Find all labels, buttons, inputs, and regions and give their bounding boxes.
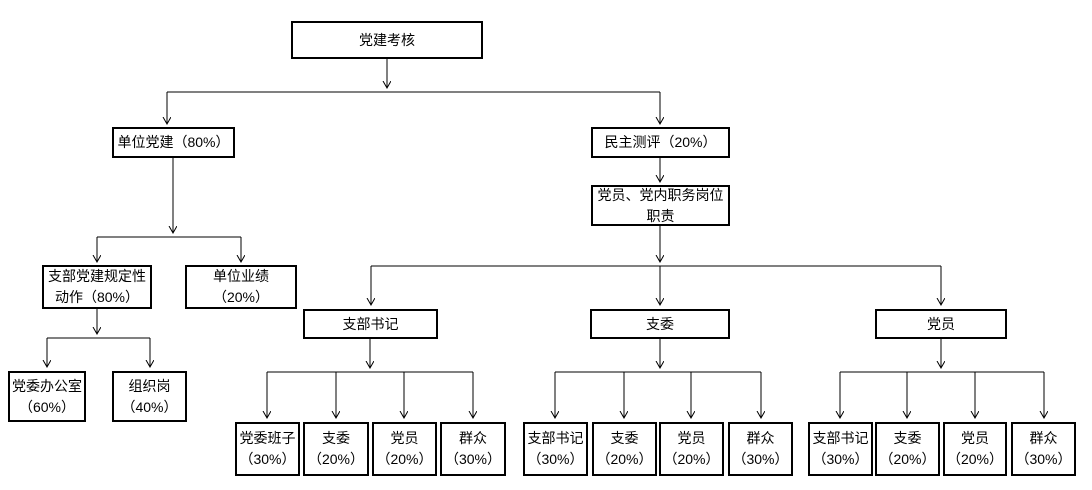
node-label: 党委班子 [239,430,296,446]
node-label: （30%） [527,451,584,467]
node-democratic-evaluation: 民主测评（20%） [591,127,730,158]
node-secretary-eval-party-member: 党员 （20%） [372,422,437,476]
node-label: 党员 [390,430,419,446]
node-member-position-duties: 党员、党内职务岗位 职责 [591,185,730,226]
node-label: 党员 [961,430,989,446]
node-label: （30%） [732,451,789,467]
node-member-eval-branch-committee: 支委 （20%） [875,422,940,476]
node-member-eval-party-member: 党员 （20%） [943,422,1007,476]
node-label: （30%） [239,451,296,467]
node-branch-secretary: 支部书记 [303,309,438,339]
node-label: （20%） [663,451,720,467]
connector-member-split [840,339,1044,418]
node-secretary-eval-committee-team: 党委班子 （30%） [235,422,300,476]
node-member-eval-branch-secretary: 支部书记 （30%） [808,422,873,476]
node-label: 支委 [322,430,350,446]
node-label: （30%） [444,451,502,467]
node-branch-required-actions: 支部党建规定性 动作（80%） [42,265,152,309]
node-party-member: 党员 [875,309,1007,339]
node-unit-performance: 单位业绩 （20%） [185,265,297,309]
node-secretary-eval-branch-committee: 支委 （20%） [303,422,369,476]
node-label: 组织岗 [128,377,171,394]
node-label: （20%） [307,451,365,467]
node-label: 党建考核 [359,31,415,48]
node-label: 群众 [459,430,487,446]
node-label: 支部书记 [527,430,584,446]
node-label: （40%） [121,398,178,415]
node-label: 群众 [746,430,775,446]
connector-secretary-split [267,339,473,418]
node-label: 支委 [646,315,674,332]
node-label: 党委办公室 [12,377,82,394]
node-branch-committee: 支委 [590,309,730,339]
node-label: （60%） [18,398,76,415]
node-label: 群众 [1029,430,1058,446]
node-committee-eval-branch-committee: 支委 （20%） [592,422,657,476]
node-label: 动作（80%） [54,289,140,305]
node-label: （20%） [376,451,433,467]
node-label: 职责 [646,207,675,224]
connector-stip-split [47,309,150,367]
node-party-committee-office: 党委办公室 （60%） [8,371,86,422]
connector-committee-split [555,339,761,418]
node-label: （20%） [946,451,1004,467]
connector-resp-split [371,226,941,305]
node-label: 单位业绩 [213,268,269,284]
node-label: （20%） [212,289,270,305]
node-organization-post: 组织岗 （40%） [112,371,187,422]
node-secretary-eval-masses: 群众 （30%） [440,422,506,476]
node-committee-eval-masses: 群众 （30%） [728,422,793,476]
connector-unit-split [97,158,241,262]
node-label: （30%） [812,451,869,467]
node-label: 支部党建规定性 [48,268,146,284]
node-label: 党员 [677,430,706,446]
node-label: （20%） [596,451,653,467]
node-label: （20%） [879,451,936,467]
node-label: 支部书记 [812,430,869,446]
node-party-building-assessment: 党建考核 [291,21,483,59]
node-label: 单位党建（80%） [117,134,230,150]
node-label: 民主测评（20%） [604,134,717,150]
node-unit-party-building: 单位党建（80%） [112,127,235,158]
node-label: 支部书记 [342,315,399,332]
connector-top-split [167,59,660,124]
node-committee-eval-branch-secretary: 支部书记 （30%） [523,422,588,476]
node-label: 党员、党内职务岗位 [597,186,724,203]
node-label: 支委 [893,430,922,446]
node-label: 支委 [610,430,639,446]
node-label: 党员 [927,315,955,332]
node-committee-eval-party-member: 党员 （20%） [659,422,724,476]
node-member-eval-masses: 群众 （30%） [1011,422,1076,476]
node-label: （30%） [1015,451,1072,467]
